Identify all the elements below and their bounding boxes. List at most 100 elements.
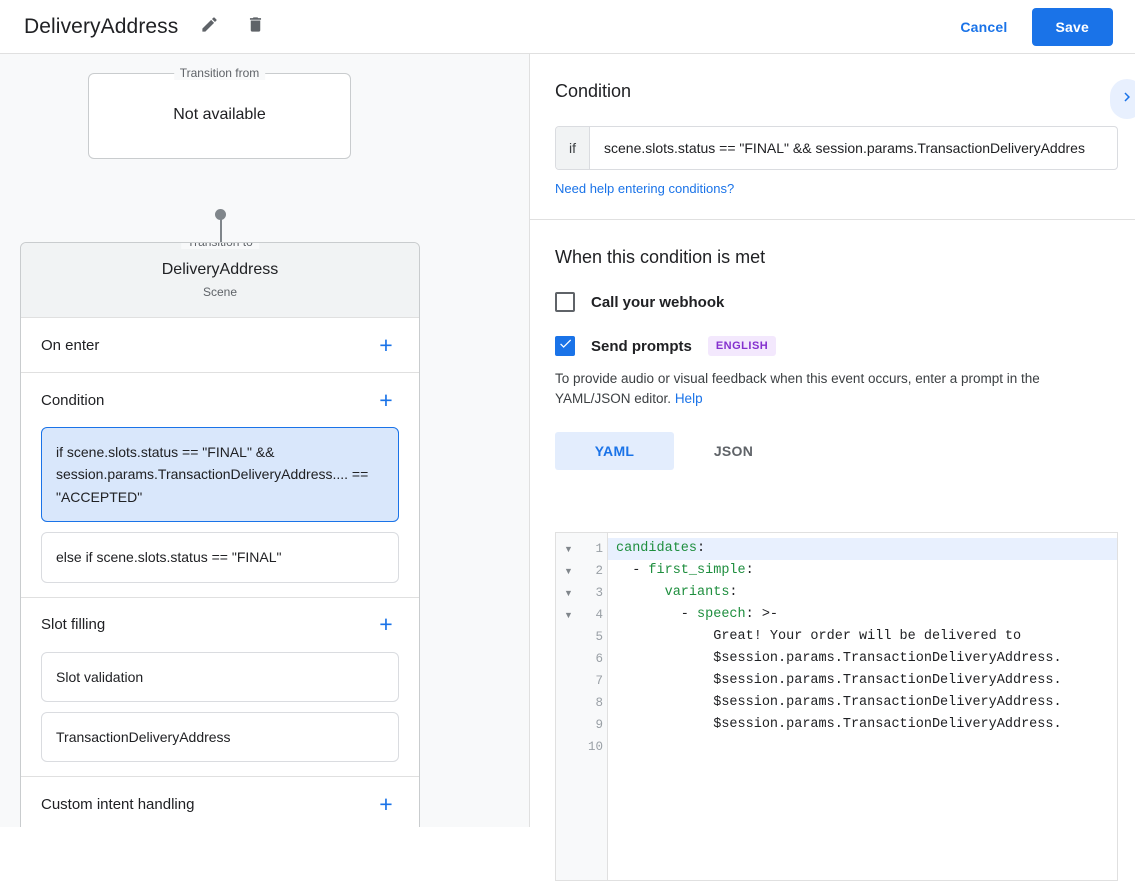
- editor-fold-gutter[interactable]: ▼ ▼ ▼ ▼: [556, 533, 581, 880]
- code-line[interactable]: - speech: >-: [616, 607, 779, 622]
- editor-line-numbers: 1 2 3 4 5 6 7 8 9 10: [581, 533, 608, 880]
- section-header-on-enter: On enter +: [21, 318, 419, 372]
- editor-code-area[interactable]: candidates: - first_simple: variants: - …: [608, 533, 1117, 880]
- section-title-on-enter: On enter: [41, 336, 100, 354]
- send-prompts-checkbox[interactable]: [555, 336, 575, 356]
- code-line[interactable]: [608, 736, 1117, 758]
- section-on-enter: On enter +: [21, 318, 419, 373]
- trash-icon: [246, 15, 265, 39]
- fold-spacer: [556, 648, 581, 670]
- prompt-help-link[interactable]: Help: [674, 391, 703, 407]
- page-title: DeliveryAddress: [24, 14, 179, 38]
- webhook-row: Call your webhook: [555, 292, 1110, 312]
- scene-header: DeliveryAddress Scene: [21, 243, 419, 318]
- call-webhook-label: Call your webhook: [591, 293, 725, 311]
- line-number: 6: [595, 652, 603, 666]
- fold-spacer: [556, 736, 581, 758]
- condition-details-panel: Condition if Need help entering conditio…: [530, 54, 1135, 827]
- transition-to-legend: Transition to: [181, 243, 259, 249]
- add-on-enter-button[interactable]: +: [379, 331, 393, 358]
- section-header-custom-intent: Custom intent handling +: [21, 777, 419, 827]
- line-number: 2: [595, 564, 603, 578]
- add-slot-filling-button[interactable]: +: [379, 611, 393, 638]
- line-number: 5: [595, 630, 603, 644]
- section-title-custom-intent: Custom intent handling: [41, 795, 195, 813]
- section-header-slot-filling: Slot filling +: [21, 598, 419, 652]
- slot-filling-list: Slot validation TransactionDeliveryAddre…: [21, 651, 419, 777]
- fold-toggle-icon[interactable]: ▼: [564, 544, 573, 554]
- section-divider: [530, 219, 1135, 220]
- section-condition: Condition + if scene.slots.status == "FI…: [21, 373, 419, 598]
- chevron-right-icon: [1118, 88, 1135, 111]
- yaml-editor[interactable]: ▼ ▼ ▼ ▼ 1 2 3 4 5 6 7 8 9 10 candidates: - first_sim…: [555, 532, 1118, 881]
- fold-toggle-icon[interactable]: ▼: [564, 588, 573, 598]
- section-slot-filling: Slot filling + Slot validation Transacti…: [21, 598, 419, 778]
- section-title-condition: Condition: [41, 391, 105, 409]
- check-icon: [558, 336, 573, 356]
- when-met-block: When this condition is met Call your web…: [530, 247, 1135, 470]
- line-number: 10: [587, 740, 603, 754]
- edit-name-button[interactable]: [192, 10, 226, 44]
- pencil-icon: [200, 15, 219, 39]
- line-number: 4: [595, 608, 603, 622]
- code-line[interactable]: $session.params.TransactionDeliveryAddre…: [616, 717, 1062, 732]
- fold-spacer: [556, 626, 581, 648]
- scene-type-label: Scene: [202, 285, 238, 299]
- code-line[interactable]: $session.params.TransactionDeliveryAddre…: [616, 695, 1062, 710]
- list-item[interactable]: else if scene.slots.status == "FINAL": [41, 532, 399, 583]
- code-line[interactable]: - first_simple:: [616, 563, 754, 578]
- condition-input[interactable]: [590, 127, 1117, 169]
- fold-spacer: [556, 692, 581, 714]
- fold-toggle-icon[interactable]: ▼: [564, 566, 573, 576]
- expand-panel-button[interactable]: [1110, 79, 1135, 119]
- section-custom-intent-handling: Custom intent handling +: [21, 777, 419, 827]
- connector-line: [219, 214, 222, 266]
- send-prompts-row: Send prompts ENGLISH: [555, 336, 1110, 356]
- fold-spacer: [556, 714, 581, 736]
- add-custom-intent-button[interactable]: +: [379, 790, 393, 817]
- condition-field-row: if: [555, 126, 1118, 170]
- code-line[interactable]: $session.params.TransactionDeliveryAddre…: [616, 673, 1062, 688]
- condition-block: Condition if Need help entering conditio…: [530, 54, 1135, 198]
- tab-json[interactable]: JSON: [713, 442, 754, 459]
- condition-list: if scene.slots.status == "FINAL" && sess…: [21, 427, 419, 597]
- fold-toggle-icon[interactable]: ▼: [564, 610, 573, 620]
- prompt-helper-sentence: To provide audio or visual feedback when…: [555, 371, 1040, 407]
- code-line[interactable]: candidates:: [608, 538, 1117, 560]
- list-item[interactable]: TransactionDeliveryAddress: [41, 711, 399, 763]
- tab-yaml[interactable]: YAML: [555, 431, 674, 470]
- cancel-button[interactable]: Cancel: [946, 10, 1021, 44]
- transition-to-card: Transition to DeliveryAddress Scene On e…: [20, 242, 420, 827]
- transition-from-card: Transition from Not available: [88, 66, 351, 159]
- prompt-helper-text: To provide audio or visual feedback when…: [555, 369, 1118, 410]
- add-condition-button[interactable]: +: [379, 386, 393, 413]
- condition-heading: Condition: [555, 81, 632, 101]
- if-prefix-label: if: [556, 127, 590, 169]
- line-number: 3: [595, 586, 603, 600]
- call-webhook-checkbox[interactable]: [555, 292, 575, 312]
- code-line[interactable]: Great! Your order will be delivered to: [616, 629, 1022, 644]
- when-condition-met-heading: When this condition is met: [555, 247, 766, 267]
- main-content: Transition from Not available Transition…: [0, 54, 1135, 881]
- send-prompts-label: Send prompts: [591, 337, 692, 355]
- scene-graph-panel: Transition from Not available Transition…: [0, 54, 530, 827]
- editor-format-tabs: YAML JSON: [555, 431, 1110, 470]
- line-number: 9: [595, 718, 603, 732]
- line-number: 1: [595, 542, 603, 556]
- list-item[interactable]: if scene.slots.status == "FINAL" && sess…: [41, 427, 399, 523]
- code-line[interactable]: $session.params.TransactionDeliveryAddre…: [616, 651, 1062, 666]
- list-item[interactable]: Slot validation: [41, 651, 399, 702]
- transition-from-legend: Transition from: [173, 66, 266, 80]
- section-header-condition: Condition +: [21, 373, 419, 427]
- transition-from-value: Not available: [173, 106, 266, 123]
- line-number: 8: [595, 696, 603, 710]
- scene-name: DeliveryAddress: [161, 261, 279, 278]
- section-title-slot-filling: Slot filling: [41, 616, 106, 634]
- condition-help-link[interactable]: Need help entering conditions?: [555, 181, 735, 196]
- top-bar: DeliveryAddress Cancel Save: [0, 0, 1135, 54]
- line-number: 7: [595, 674, 603, 688]
- delete-button[interactable]: [238, 10, 272, 44]
- code-line[interactable]: variants:: [664, 585, 738, 600]
- save-button[interactable]: Save: [1031, 7, 1113, 46]
- fold-spacer: [556, 670, 581, 692]
